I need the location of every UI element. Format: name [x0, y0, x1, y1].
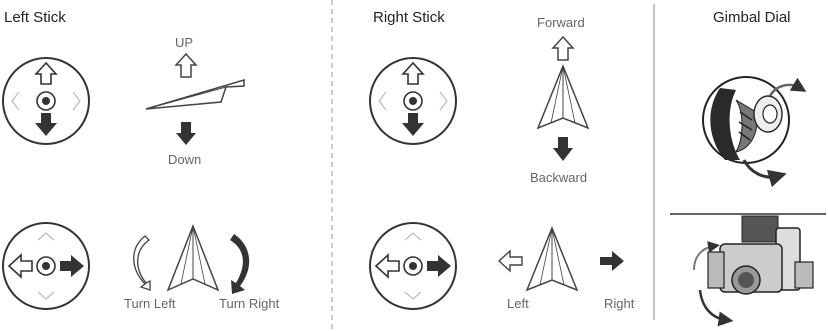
section-title-left-stick: Left Stick: [4, 9, 66, 26]
label-forward: Forward: [537, 15, 585, 30]
label-backward: Backward: [530, 170, 588, 185]
backward-arrow-icon: [553, 137, 573, 161]
down-arrow-icon: [176, 122, 196, 145]
section-title-right-stick: Right Stick: [373, 9, 445, 26]
gimbal-camera-icon: [670, 213, 826, 327]
turn-right-arrow-icon: [230, 234, 250, 294]
label-right: Right: [604, 296, 635, 311]
forward-arrow-icon: [551, 35, 575, 61]
label-turn-right: Turn Right: [219, 296, 280, 311]
right-stick-horizontal-icon: [369, 222, 457, 310]
aircraft-top-view-icon: [536, 63, 590, 130]
left-stick-vertical-icon: [2, 57, 90, 145]
label-left: Left: [507, 296, 529, 311]
turn-left-arrow-icon: [133, 235, 151, 291]
right-arrow-icon: [600, 251, 624, 271]
gimbal-dial-icon: [702, 76, 807, 188]
left-arrow-icon: [497, 249, 523, 273]
left-stick-horizontal-icon: [2, 222, 90, 310]
right-stick-vertical-icon: [369, 57, 457, 145]
label-up: UP: [175, 35, 194, 50]
up-arrow-icon: [174, 52, 198, 78]
label-turn-left: Turn Left: [124, 296, 176, 311]
aircraft-top-view-icon: [166, 223, 220, 292]
aircraft-side-climb-icon: [145, 78, 245, 110]
section-title-gimbal-dial: Gimbal Dial: [713, 9, 791, 26]
aircraft-top-view-icon: [525, 225, 579, 292]
label-down: Down: [168, 152, 202, 167]
